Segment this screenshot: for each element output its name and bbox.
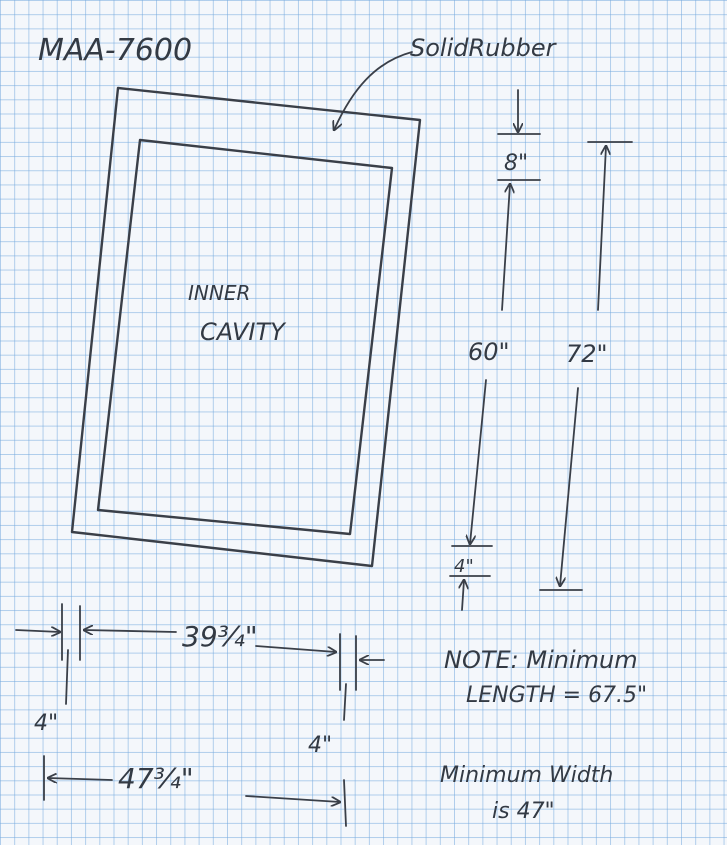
outer-width-arrow-right	[245, 795, 340, 802]
outer-width-label: 47¾"	[118, 762, 194, 795]
inner-width-label: 39¾"	[182, 620, 258, 653]
inner-width-arrow-left	[84, 630, 177, 632]
note-line1: NOTE: Minimum	[444, 646, 638, 674]
right-wall-label: 4"	[308, 733, 332, 758]
model-title: MAA-7600	[38, 33, 192, 68]
material-pointer-arrow	[334, 51, 413, 130]
left-wall-arrow-right	[15, 630, 60, 632]
outer-length-label: 72"	[566, 340, 608, 368]
outer-width-arrow-left	[48, 778, 113, 780]
note-line2: LENGTH = 67.5"	[466, 683, 647, 708]
top-wall-label: 8"	[504, 151, 528, 176]
inner-label-line2: CAVITY	[200, 318, 287, 346]
inner-width-arrow-right	[255, 645, 336, 652]
bottom-wall-arrow-up	[462, 580, 464, 611]
inner-label-line1: INNER	[188, 281, 250, 305]
left-wall-label: 4"	[34, 711, 58, 736]
inner-length-arrow-down	[470, 379, 487, 544]
left-wall-leader	[65, 649, 69, 705]
inner-length-arrow-up	[501, 184, 510, 311]
material-label: SolidRubber	[410, 34, 558, 62]
bottom-wall-label: 4"	[454, 556, 474, 577]
inner-cavity	[96, 138, 394, 536]
outer-length-arrow-up	[597, 146, 606, 311]
outer-length-arrow-down	[560, 387, 579, 586]
inner-length-label: 60"	[468, 338, 510, 366]
note-line3: Minimum Width	[440, 763, 613, 788]
note-line4: is 47"	[492, 799, 555, 824]
outer-frame	[70, 86, 422, 568]
outer-width-ext-right	[343, 779, 347, 827]
right-wall-leader	[343, 683, 347, 721]
